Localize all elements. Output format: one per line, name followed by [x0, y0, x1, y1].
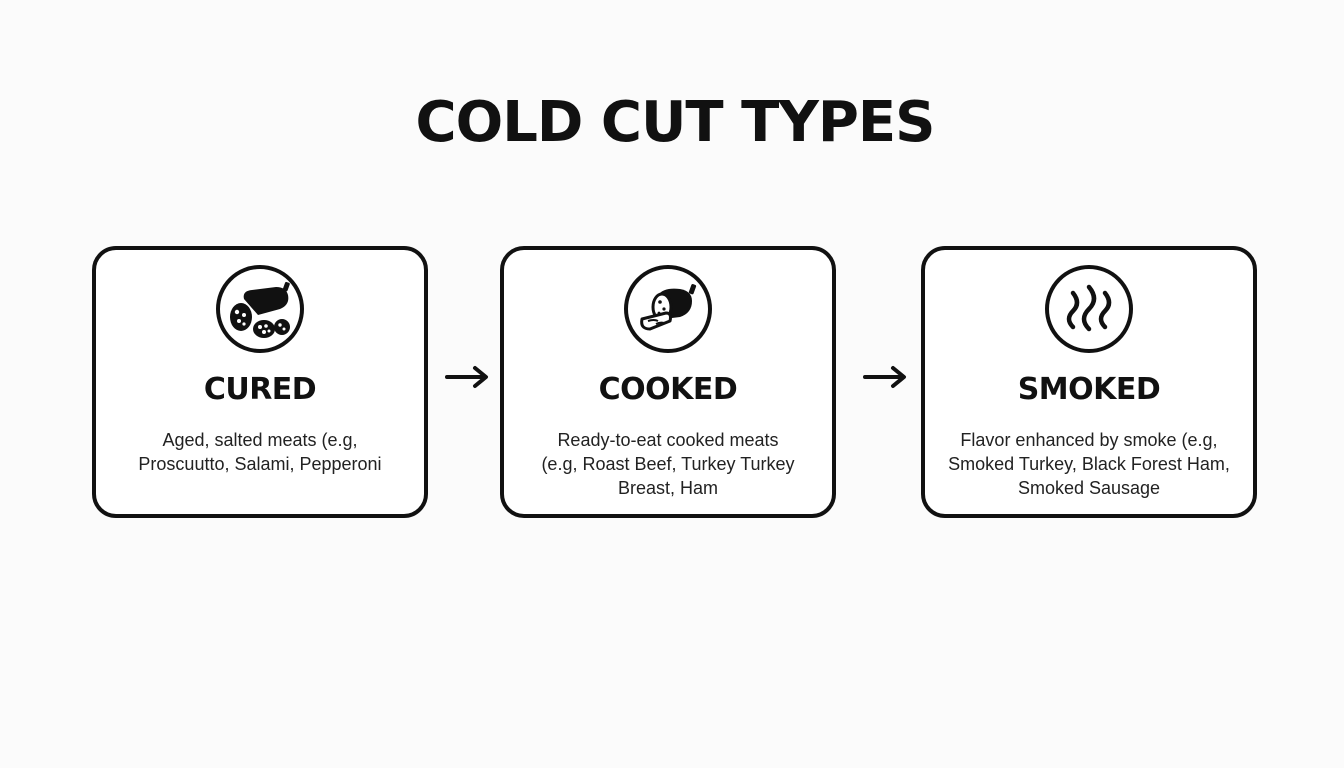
card-cooked: COOKED Ready-to-eat cooked meats (e.g, R…	[500, 246, 836, 518]
card-description-cured: Aged, salted meats (e.g, Proscuutto, Sal…	[110, 428, 410, 476]
salami-icon	[216, 265, 304, 353]
description-line: (e.g, Roast Beef, Turkey Turkey	[541, 454, 795, 474]
card-smoked: SMOKED Flavor enhanced by smoke (e.g, Sm…	[921, 246, 1257, 518]
card-cured: CURED Aged, salted meats (e.g, Proscuutt…	[92, 246, 428, 518]
card-title-cooked: COOKED	[598, 372, 738, 407]
description-line: Ready-to-eat cooked meats	[557, 430, 779, 450]
card-description-cooked: Ready-to-eat cooked meats (e.g, Roast Be…	[518, 428, 818, 500]
ham-icon	[624, 265, 712, 353]
description-line: Smoked Turkey, Black Forest Ham,	[948, 454, 1230, 474]
arrow-right-icon	[445, 366, 488, 388]
smoke-icon	[1045, 265, 1133, 353]
card-description-smoked: Flavor enhanced by smoke (e.g, Smoked Tu…	[939, 428, 1239, 500]
description-line: Aged, salted meats (e.g,	[162, 430, 358, 450]
diagram-title: COLD CUT TYPES	[415, 90, 935, 155]
card-title-smoked: SMOKED	[1017, 372, 1161, 407]
arrow-right-icon	[863, 366, 906, 388]
description-line: Breast, Ham	[617, 478, 719, 498]
card-title-cured: CURED	[203, 372, 317, 407]
description-line: Smoked Sausage	[1017, 478, 1161, 498]
description-line: Flavor enhanced by smoke (e.g,	[960, 430, 1218, 450]
description-line: Proscuutto, Salami, Pepperoni	[138, 454, 382, 474]
